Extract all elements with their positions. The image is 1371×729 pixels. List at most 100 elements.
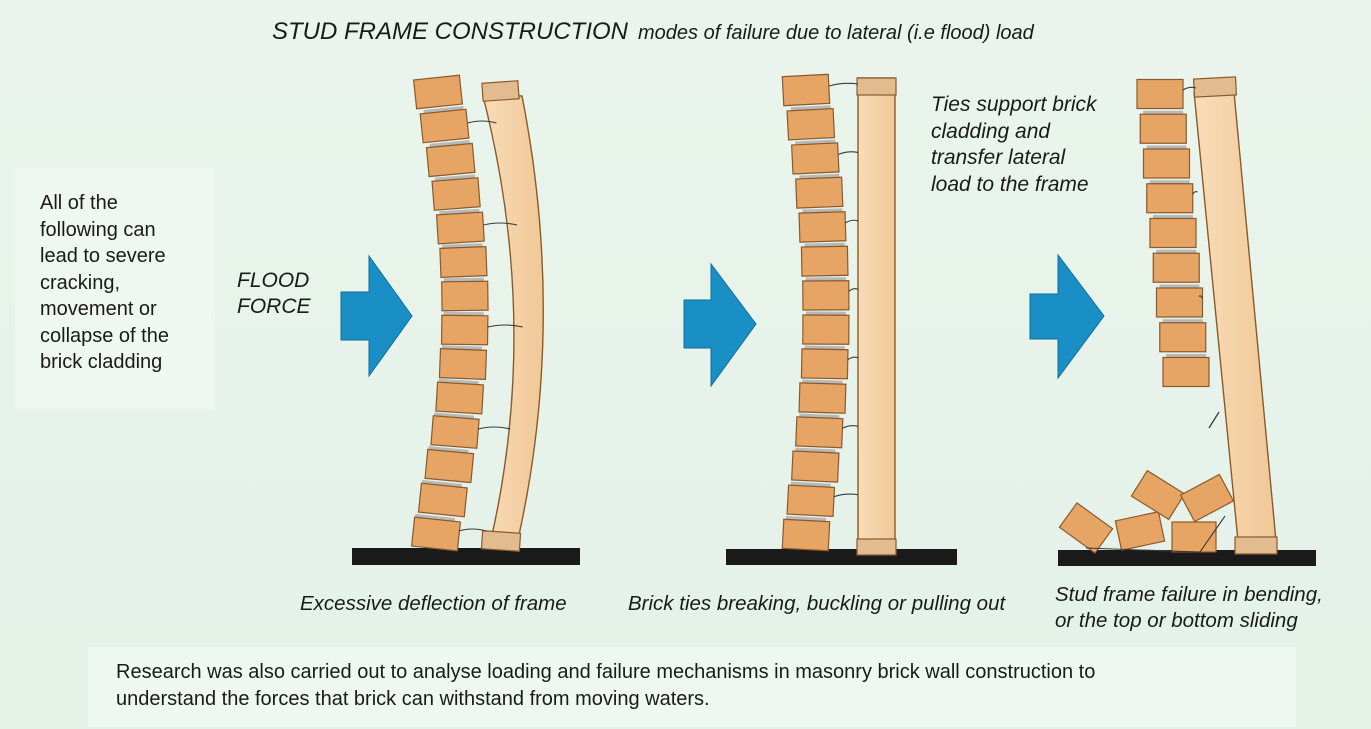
broken-tie [1085, 515, 1226, 553]
straight-stud [857, 77, 896, 542]
mortar-joint [1146, 145, 1187, 150]
brick [786, 484, 836, 518]
brick-tie [845, 219, 859, 224]
page-title: STUD FRAME CONSTRUCTION modes of failure … [272, 18, 1034, 46]
brick-column [410, 74, 523, 552]
flood-label-line: FORCE [237, 295, 311, 318]
brick-tie [1182, 86, 1197, 91]
ties-line: load to the frame [931, 172, 1089, 196]
note-line: lead to severe [40, 245, 166, 267]
note-line: All of the [40, 192, 118, 214]
brick-tie [483, 222, 518, 226]
brick [786, 107, 836, 141]
stud-bottom-cap [1234, 536, 1278, 555]
brick [1152, 252, 1200, 283]
brick [1139, 113, 1187, 144]
mortar-joint [1162, 319, 1203, 324]
note-line: collapse of the [40, 324, 169, 347]
brick [417, 482, 468, 518]
brick [802, 280, 850, 311]
brick [431, 177, 481, 211]
mortar-joint [1159, 284, 1200, 289]
brick [1114, 511, 1166, 551]
fallen-bricks [1058, 469, 1235, 554]
brick-tie [833, 493, 859, 498]
research-line: understand the forces that brick can wit… [116, 687, 710, 710]
note-line: following can [40, 218, 156, 241]
brick-tie [842, 425, 859, 429]
flood-force-label: FLOOD FORCE [237, 268, 311, 320]
panel-deflection [352, 74, 580, 565]
caption-brick-ties: Brick ties breaking, buckling or pulling… [628, 592, 1006, 615]
stud-top-cap [481, 80, 520, 102]
brick [1142, 148, 1191, 179]
flood-label-line: FLOOD [237, 269, 310, 292]
brick [1162, 356, 1210, 388]
brick [1171, 521, 1217, 553]
base-slab [726, 549, 957, 565]
summary-note: All of the following can lead to severe … [15, 168, 215, 410]
brick [1179, 473, 1235, 523]
caption-stud-failure: Stud frame failure in bending, or the to… [1055, 582, 1323, 634]
brick [440, 314, 489, 346]
brick [791, 142, 840, 175]
stud-top-cap [1192, 76, 1238, 98]
brick-tie [1192, 191, 1198, 195]
brick-tie [467, 120, 497, 124]
brick-tie [848, 288, 859, 292]
note-line: brick cladding [40, 351, 163, 373]
research-line: Research was also carried out to analyse… [116, 661, 1096, 683]
ties-line: transfer lateral [931, 146, 1066, 169]
brick-tie [477, 426, 511, 430]
research-note: Research was also carried out to analyse… [88, 647, 1296, 727]
brick [425, 142, 476, 178]
brick [795, 176, 844, 209]
brick-column [781, 73, 859, 552]
base-slab [352, 548, 580, 565]
brick [424, 448, 475, 484]
brick-tie [828, 82, 859, 87]
brick [1058, 502, 1114, 554]
brick-tie [847, 356, 859, 361]
brick-tie [487, 324, 523, 328]
brick-tie [1198, 295, 1204, 299]
flood-arrow-icon [340, 254, 413, 378]
caption-line: Stud frame failure in bending, [1055, 583, 1323, 606]
mortar-joint [1143, 110, 1184, 115]
ties-annotation: Ties support brick cladding and transfer… [931, 92, 1151, 198]
brick-tie [838, 151, 859, 155]
brick [798, 211, 847, 243]
brick [439, 246, 488, 278]
panel-stud-failure [1058, 76, 1316, 566]
brick [781, 73, 831, 107]
brick-column [1136, 78, 1210, 388]
brick [435, 211, 485, 245]
title-subtitle: modes of failure due to lateral (i.e flo… [638, 22, 1034, 44]
title-main: STUD FRAME CONSTRUCTION [272, 18, 628, 45]
ties-line: Ties support brick [931, 93, 1097, 116]
mortar-joint [1149, 180, 1190, 185]
note-line: cracking, [40, 271, 121, 294]
mortar-joint [1156, 249, 1197, 254]
panel-ties [726, 73, 957, 565]
brick [438, 348, 488, 380]
note-line: movement or [40, 298, 157, 320]
brick [1146, 183, 1194, 214]
brick [1130, 469, 1186, 521]
caption-excessive-deflection: Excessive deflection of frame [300, 592, 567, 615]
bent-stud [482, 95, 544, 536]
stud-top-cap [856, 77, 897, 96]
stud-bottom-cap [480, 530, 522, 552]
brick [800, 245, 849, 277]
brick-tie [458, 528, 487, 532]
brick [791, 450, 840, 483]
brick [430, 415, 480, 449]
brick [441, 280, 489, 312]
brick [1159, 322, 1207, 353]
brick [1149, 217, 1197, 249]
brick [1136, 78, 1184, 110]
brick [795, 416, 844, 449]
flood-arrow-icon [683, 262, 757, 388]
caption-line: or the top or bottom sliding [1055, 609, 1298, 632]
broken-tie [1208, 411, 1220, 429]
